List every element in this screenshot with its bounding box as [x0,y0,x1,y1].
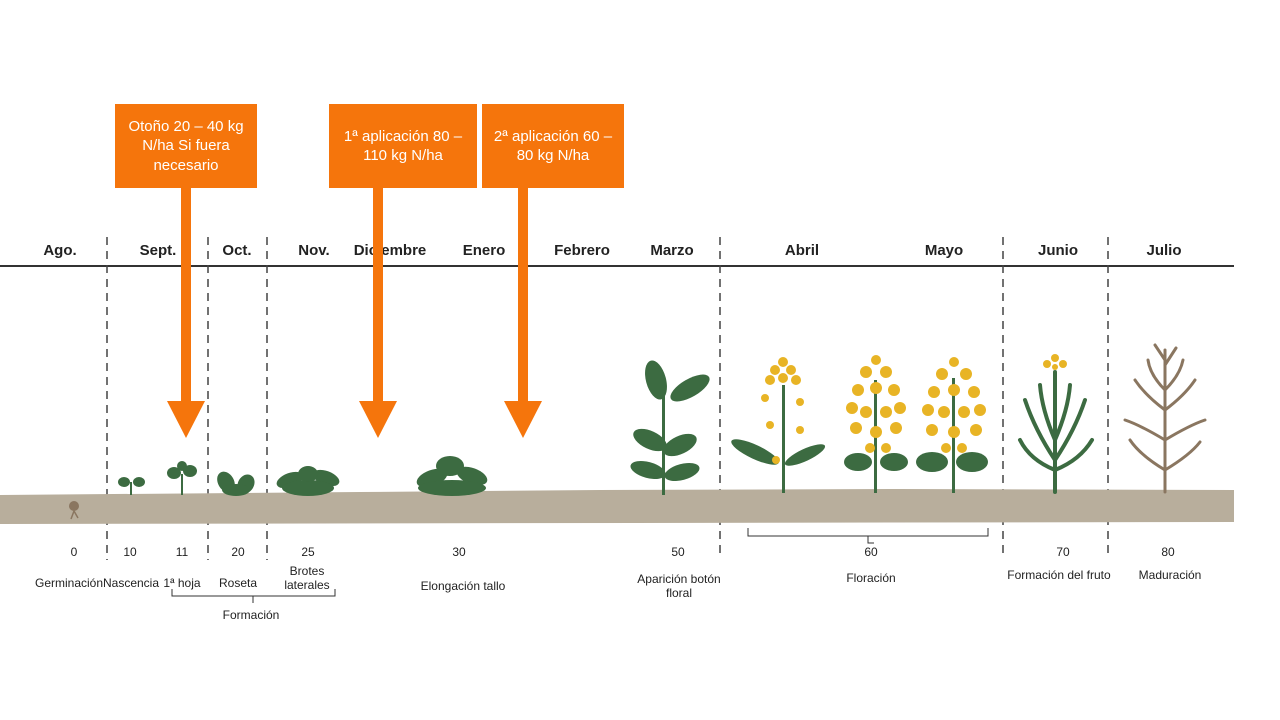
callout-segunda-text: 2ª aplicación 60 – 80 kg N/ha [493,127,613,165]
stage-code-20: 20 [231,545,245,559]
callout-primera-aplicacion: 1ª aplicación 80 – 110 kg N/ha [329,104,477,188]
callout-primera-text: 1ª aplicación 80 – 110 kg N/ha [343,127,463,165]
month-ago: Ago. [43,242,77,259]
month-nov: Nov. [298,242,330,259]
stage-label-primera-hoja: 1ª hoja [163,576,201,590]
seedling-nascencia-icon [118,477,145,495]
stage-code-25: 25 [301,545,315,559]
month-junio: Junio [1038,242,1078,259]
arrow-down-icon [359,188,397,438]
stage-code-50: 50 [671,545,685,559]
callout-otono-text: Otoño 20 – 40 kg N/ha Si fuera necesario [128,117,244,174]
flowering-plant-1-icon [731,357,826,493]
seedling-first-leaf-icon [167,461,197,495]
stage-label-elongacion: Elongación tallo [420,579,506,593]
month-febrero: Febrero [554,242,610,259]
stage-label-floracion: Floración [846,571,896,585]
stage-label-fruto: Formación del fruto [1007,568,1111,582]
group-label-formacion: Formación [222,608,280,622]
soil-band [0,489,1234,524]
arrow-down-icon [504,188,542,438]
stage-label-germinacion: Germinación [34,576,104,590]
fruiting-plant-icon [1018,354,1094,494]
stage-code-0: 0 [70,545,78,559]
lateral-shoots-icon [276,466,340,496]
stem-elongation-icon [416,456,488,496]
stage-code-30: 30 [452,545,466,559]
stage-label-brotes: Brotes laterales [284,564,330,593]
stage-code-10: 10 [123,545,137,559]
month-diciembre: Diciembre [353,242,427,259]
month-sept: Sept. [139,242,177,259]
stage-label-maduracion: Maduración [1138,568,1202,582]
stage-label-nascencia: Nascencia [102,576,160,590]
month-abril: Abril [784,242,820,259]
stage-code-60: 60 [864,545,878,559]
rosette-icon [217,471,255,496]
flowering-plant-3-icon [916,357,988,493]
formation-bracket [171,589,336,603]
stage-code-80: 80 [1161,545,1175,559]
stage-label-roseta: Roseta [218,576,258,590]
stage-code-11: 11 [175,545,189,559]
mature-plant-icon [1123,343,1207,494]
month-marzo: Marzo [650,242,694,259]
month-mayo: Mayo [924,242,964,259]
flower-bud-plant-icon [630,360,710,495]
flowering-bracket [747,528,989,544]
callout-otono: Otoño 20 – 40 kg N/ha Si fuera necesario [115,104,257,188]
callout-segunda-aplicacion: 2ª aplicación 60 – 80 kg N/ha [482,104,624,188]
stage-label-boton-floral: Aparición botón floral [637,572,721,601]
month-oct: Oct. [222,242,252,259]
month-julio: Julio [1146,242,1182,259]
month-enero: Enero [462,242,506,259]
arrow-down-icon [167,188,205,438]
seed-icon [69,501,79,520]
stage-code-70: 70 [1056,545,1070,559]
timeline-axis [0,265,1234,267]
flowering-plant-2-icon [844,355,908,493]
